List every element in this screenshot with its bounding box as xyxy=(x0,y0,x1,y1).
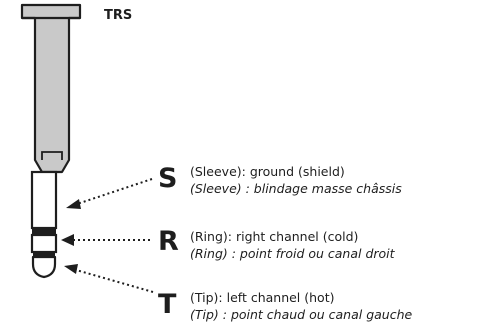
connector-handle xyxy=(20,3,82,174)
sleeve-letter: S xyxy=(158,163,178,194)
ring-pointer-arrow xyxy=(61,234,150,246)
tip-label-en: (Tip): left channel (hot) xyxy=(190,290,335,305)
tip-insulator xyxy=(33,252,55,257)
sleeve-description: (Sleeve): ground (shield) (Sleeve) : bli… xyxy=(190,163,402,197)
tip-label-fr: (Tip) : point chaud ou canal gauche xyxy=(190,307,413,322)
tip-letter: T xyxy=(158,289,177,320)
ring-letter: R xyxy=(158,226,179,257)
ring-description: (Ring): right channel (cold) (Ring) : po… xyxy=(190,228,395,262)
sleeve-label-fr: (Sleeve) : blindage masse châssis xyxy=(190,181,402,196)
connector-type-title: TRS xyxy=(104,8,133,23)
sleeve-pointer-arrow xyxy=(66,178,153,209)
connector-ring xyxy=(30,233,58,254)
tip-description: (Tip): left channel (hot) (Tip) : point … xyxy=(190,289,412,323)
tip-pointer-arrow xyxy=(64,264,154,293)
insulator-band xyxy=(32,228,56,235)
sleeve-label-en: (Sleeve): ground (shield) xyxy=(190,164,345,179)
connector-tip xyxy=(31,255,57,279)
ring-label-en: (Ring): right channel (cold) xyxy=(190,229,359,244)
ring-label-fr: (Ring) : point froid ou canal droit xyxy=(190,246,395,261)
connector-sleeve xyxy=(30,170,58,230)
